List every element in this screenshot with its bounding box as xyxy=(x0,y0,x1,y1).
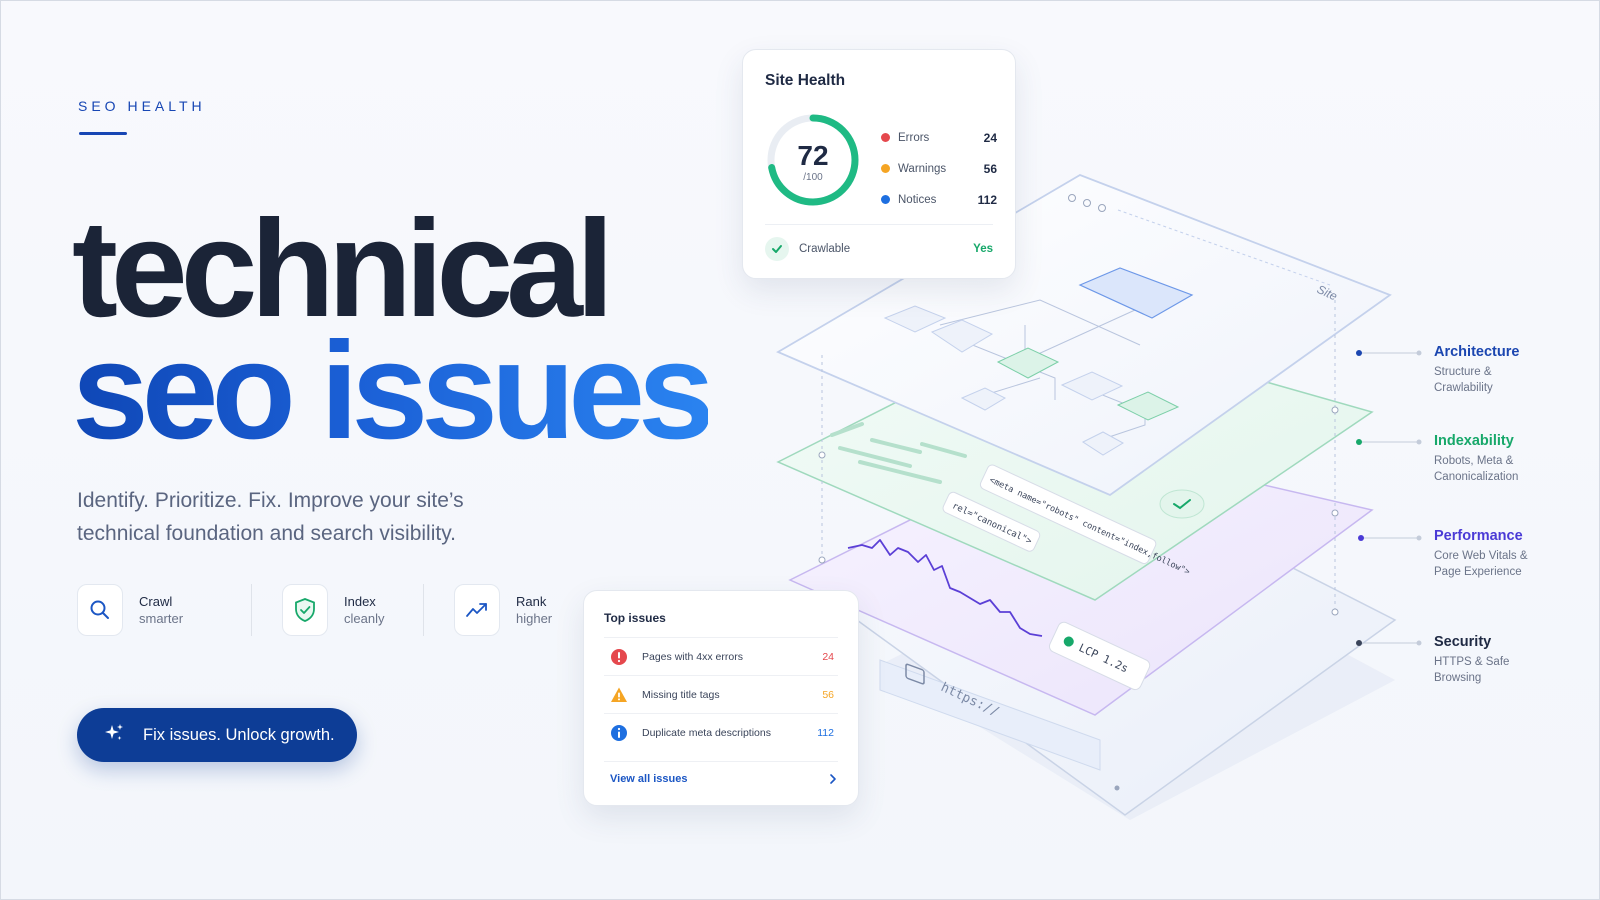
crawlable-label: Crawlable xyxy=(799,243,851,255)
crawlable-row: Crawlable Yes xyxy=(765,236,993,262)
legend-value: 24 xyxy=(983,130,997,145)
view-all-label: View all issues xyxy=(610,772,688,785)
warning-dot-icon xyxy=(881,164,890,173)
label-subtitle: Canonicalization xyxy=(1434,471,1519,483)
legend-label: Errors xyxy=(898,131,930,144)
label-subtitle: Robots, Meta & xyxy=(1434,455,1514,467)
issue-label: Duplicate meta descriptions xyxy=(642,726,771,739)
label-performance: Performance Core Web Vitals & Page Experi… xyxy=(1434,528,1574,580)
headline-line-2: seo issues xyxy=(72,314,715,468)
error-dot-icon xyxy=(881,133,890,142)
feature-title: Crawl xyxy=(139,594,173,609)
issue-count: 112 xyxy=(817,726,834,739)
label-architecture: Architecture Structure & Crawlability xyxy=(1434,344,1574,396)
info-icon xyxy=(611,724,627,741)
sparkles-icon xyxy=(103,722,125,749)
search-icon xyxy=(77,584,123,636)
label-title: Security xyxy=(1434,634,1492,650)
feature-rank: Rank higher xyxy=(423,584,583,636)
shield-check-icon xyxy=(282,584,328,636)
issue-label: Missing title tags xyxy=(642,688,720,701)
legend-value: 112 xyxy=(977,192,997,207)
label-title: Indexability xyxy=(1434,433,1514,449)
health-score: 72 xyxy=(797,140,829,171)
subtitle-line-2: technical foundation and search visibili… xyxy=(77,522,456,545)
view-all-issues-link[interactable]: View all issues xyxy=(604,761,838,795)
label-title: Architecture xyxy=(1434,344,1520,360)
eyebrow-label: SEO HEALTH xyxy=(78,98,206,114)
top-issues-card: Top issues Pages with 4xx errors 24 Miss… xyxy=(583,590,859,806)
label-subtitle: HTTPS & Safe xyxy=(1434,656,1510,668)
label-subtitle: Browsing xyxy=(1434,672,1482,684)
issue-row[interactable]: Pages with 4xx errors 24 xyxy=(604,637,838,675)
divider xyxy=(765,224,993,225)
label-subtitle: Page Experience xyxy=(1434,566,1522,578)
legend-label: Notices xyxy=(898,193,937,206)
legend-label: Warnings xyxy=(898,162,947,175)
legend-value: 56 xyxy=(983,161,997,176)
label-subtitle: Core Web Vitals & xyxy=(1434,550,1528,562)
error-icon xyxy=(611,648,627,665)
trending-up-icon xyxy=(454,584,500,636)
legend-notices: Notices 112 xyxy=(881,184,997,215)
issue-row[interactable]: Duplicate meta descriptions 112 xyxy=(604,713,838,751)
legend-warnings: Warnings 56 xyxy=(881,153,997,184)
feature-subtitle: higher xyxy=(516,611,553,626)
label-subtitle: Structure & xyxy=(1434,366,1492,378)
label-title: Performance xyxy=(1434,528,1523,544)
subtitle-line-1: Identify. Prioritize. Fix. Improve your … xyxy=(77,489,464,512)
feature-subtitle: cleanly xyxy=(344,611,385,626)
issue-count: 56 xyxy=(822,688,834,701)
issue-count: 24 xyxy=(822,650,834,663)
feature-title: Index xyxy=(344,594,376,609)
check-icon xyxy=(765,237,789,261)
health-legend: Errors 24 Warnings 56 Notices 112 xyxy=(881,122,997,215)
cta-label: Fix issues. Unlock growth. xyxy=(143,725,335,744)
health-score-max: /100 xyxy=(803,172,823,183)
site-health-card: Site Health 72 /100 Errors 24 Warnings 5… xyxy=(742,49,1016,279)
health-score-gauge: 72 /100 xyxy=(765,112,861,208)
notice-dot-icon xyxy=(881,195,890,204)
headline-line-1: technical xyxy=(72,192,614,346)
eyebrow-underline xyxy=(79,132,127,135)
feature-crawl: Crawl smarter xyxy=(77,584,251,636)
chevron-right-icon xyxy=(830,773,836,784)
feature-subtitle: smarter xyxy=(139,611,184,626)
fix-issues-button[interactable]: Fix issues. Unlock growth. xyxy=(77,708,357,762)
feature-list: Crawl smarter Index cleanly Rank higher xyxy=(77,584,583,636)
top-issues-title: Top issues xyxy=(604,611,666,625)
warning-icon xyxy=(611,687,627,702)
feature-title: Rank xyxy=(516,594,547,609)
issue-label: Pages with 4xx errors xyxy=(642,650,743,663)
site-health-title: Site Health xyxy=(765,72,846,89)
legend-errors: Errors 24 xyxy=(881,122,997,153)
label-subtitle: Crawlability xyxy=(1434,382,1493,394)
crawlable-value: Yes xyxy=(973,243,993,255)
issue-row[interactable]: Missing title tags 56 xyxy=(604,675,838,713)
subtitle: Identify. Prioritize. Fix. Improve your … xyxy=(77,484,517,550)
feature-index: Index cleanly xyxy=(251,584,423,636)
label-indexability: Indexability Robots, Meta & Canonicalizat… xyxy=(1434,433,1574,485)
